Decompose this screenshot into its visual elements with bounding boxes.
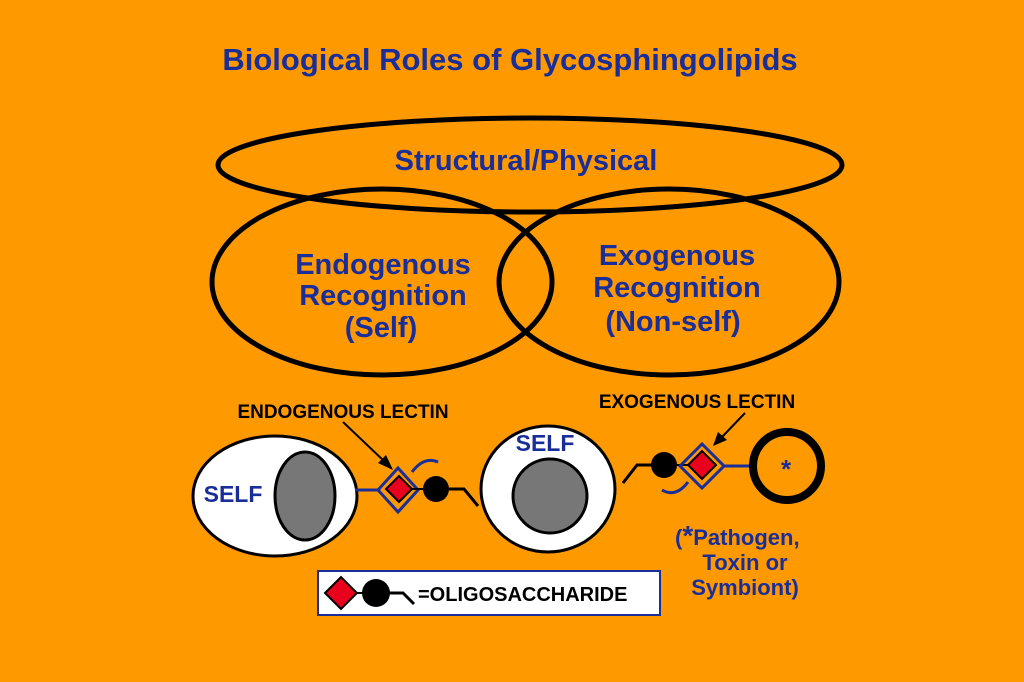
pathogen-circle <box>749 428 825 504</box>
exogenous-label-line2: Recognition <box>593 272 761 304</box>
pathogen-note-open: ( <box>675 525 683 550</box>
oligosaccharide-center-right <box>621 449 718 484</box>
self-cell-center <box>479 424 617 554</box>
self-cell-left <box>191 434 359 558</box>
endogenous-label-line1: Endogenous <box>295 249 471 281</box>
pathogen-asterisk: * <box>781 454 792 484</box>
sugar-circle <box>651 452 677 478</box>
structural-label: Structural/Physical <box>395 145 658 177</box>
nucleus-left <box>273 450 337 542</box>
pathogen-note-line2: Toxin or <box>702 550 788 575</box>
endogenous-label-line2: Recognition <box>299 280 467 312</box>
legend-label: =OLIGOSACCHARIDE <box>418 584 627 606</box>
exogenous-ellipse <box>496 186 842 378</box>
nucleus-center <box>511 457 589 535</box>
exogenous-label-line3: (Non-self) <box>605 306 740 338</box>
pathogen-note-star: * <box>682 520 693 551</box>
pathogen-note-line3: Symbiont) <box>691 575 799 600</box>
exogenous-lectin-label: EXOGENOUS LECTIN <box>599 392 795 413</box>
slide-title: Biological Roles of Glycosphingolipids <box>222 42 797 77</box>
legend-circle <box>362 579 390 607</box>
self-label-left: SELF <box>204 481 263 507</box>
pathogen-note-text1: Pathogen, <box>693 525 799 550</box>
oligosaccharide-center-left <box>384 474 480 507</box>
exogenous-lectin <box>661 441 752 495</box>
endogenous-ellipse <box>209 186 555 378</box>
exogenous-lectin-arrow <box>713 412 746 446</box>
exogenous-label-line1: Exogenous <box>599 240 755 272</box>
endogenous-lectin-label: ENDOGENOUS LECTIN <box>237 402 448 423</box>
pathogen-note-line1: (*Pathogen, <box>675 520 800 551</box>
endogenous-label-line3: (Self) <box>345 312 418 344</box>
sugar-circle <box>423 476 449 502</box>
sugar-diamond <box>686 449 718 481</box>
oligosaccharide-legend: =OLIGOSACCHARIDE <box>317 570 661 616</box>
endogenous-lectin-arrow <box>342 421 393 470</box>
self-label-center: SELF <box>516 430 575 456</box>
structural-ellipse <box>215 115 845 215</box>
